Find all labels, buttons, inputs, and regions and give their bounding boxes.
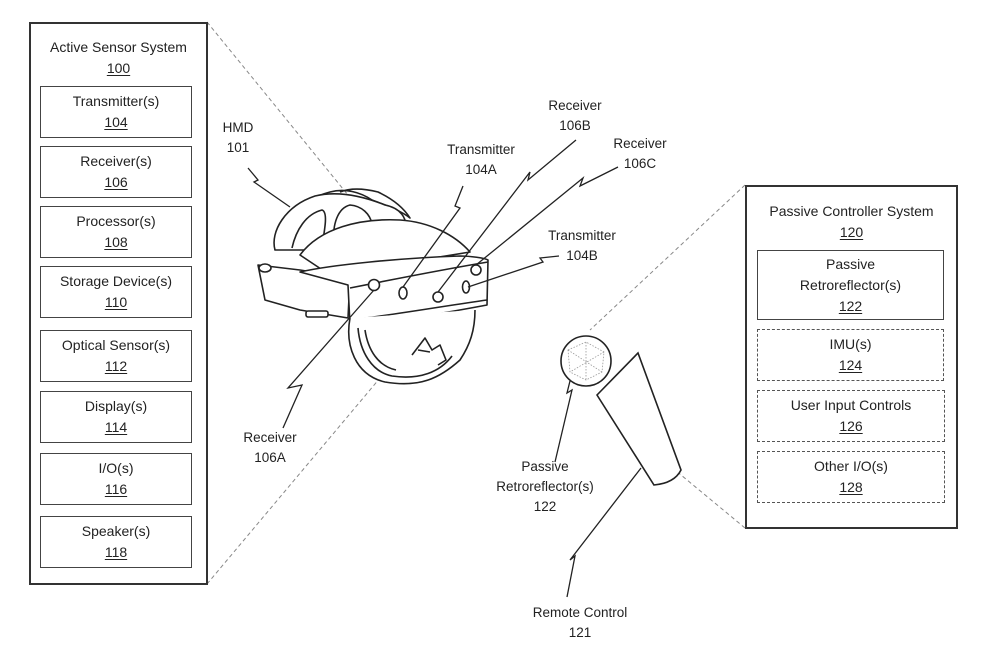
- component-number: 108: [104, 234, 128, 250]
- component-label: Display(s): [84, 398, 148, 414]
- sensor-receiver-106b: [432, 291, 444, 303]
- callout-transmitter-104a-line2: 104A: [465, 162, 497, 177]
- component-passive-retroreflectors: Passive Retroreflector(s) 122: [757, 250, 944, 320]
- callout-receiver-106b: Receiver 106B: [540, 96, 610, 136]
- component-label: Transmitter(s): [72, 93, 160, 109]
- component-label: Processor(s): [76, 213, 156, 229]
- projection-line-bottom: [206, 377, 381, 585]
- component-label: IMU(s): [829, 336, 872, 352]
- component-storage-devices: Storage Device(s) 110: [40, 266, 192, 318]
- callout-retroreflector: Passive Retroreflector(s) 122: [480, 457, 610, 517]
- component-label-line2: Retroreflector(s): [799, 276, 902, 293]
- remote-control-handle: [595, 351, 682, 486]
- projection-line-controller-top: [589, 184, 746, 331]
- leader-remote-control: [566, 467, 642, 598]
- callout-remote-control-line2: 121: [568, 625, 592, 640]
- sensor-transmitter-104a: [398, 286, 408, 300]
- passive-controller-system-label: Passive Controller System: [769, 203, 934, 219]
- callout-transmitter-104a: Transmitter 104A: [436, 140, 526, 180]
- leader-receiver-106a: [282, 289, 375, 429]
- leader-retroreflector: [554, 380, 573, 463]
- callout-transmitter-104b-line2: 104B: [566, 248, 598, 263]
- hmd-drawing: [257, 188, 489, 385]
- leader-receiver-106c: [475, 166, 619, 266]
- active-sensor-system-title: Active Sensor System 100: [31, 37, 206, 79]
- component-label-line1: Passive: [825, 255, 876, 272]
- component-number: 112: [104, 358, 128, 374]
- component-imus: IMU(s) 124: [757, 329, 944, 381]
- passive-controller-system-number: 120: [839, 224, 864, 240]
- component-transmitters: Transmitter(s) 104: [40, 86, 192, 138]
- component-processors: Processor(s) 108: [40, 206, 192, 258]
- leader-transmitter-104a: [402, 185, 464, 288]
- leader-lines: [247, 139, 642, 598]
- callout-retroreflector-line2: Retroreflector(s): [496, 479, 594, 494]
- sensor-receiver-106c: [470, 264, 482, 276]
- callout-remote-control-line1: Remote Control: [532, 605, 628, 620]
- hmd-lens-cup: [348, 309, 476, 385]
- component-displays: Display(s) 114: [40, 391, 192, 443]
- leader-hmd: [247, 167, 291, 208]
- component-number: 114: [104, 419, 128, 435]
- component-optical-sensors: Optical Sensor(s) 112: [40, 330, 192, 382]
- component-number: 116: [104, 481, 128, 497]
- remote-control-drawing: [560, 335, 682, 486]
- component-label: Receiver(s): [80, 153, 152, 169]
- component-number: 110: [104, 294, 128, 310]
- component-label: Speaker(s): [81, 523, 151, 539]
- component-number: 126: [839, 418, 863, 434]
- callout-receiver-106c: Receiver 106C: [605, 134, 675, 174]
- leader-transmitter-104b: [467, 255, 560, 288]
- component-label: Storage Device(s): [59, 273, 173, 289]
- component-user-input-controls: User Input Controls 126: [757, 390, 945, 442]
- component-number: 104: [104, 114, 128, 130]
- active-sensor-system-label: Active Sensor System: [50, 39, 187, 55]
- callout-receiver-106b-line1: Receiver: [548, 98, 602, 113]
- callout-transmitter-104a-line1: Transmitter: [447, 142, 515, 157]
- callout-retroreflector-line3: 122: [533, 499, 557, 514]
- component-label: User Input Controls: [790, 397, 912, 413]
- callout-transmitter-104b: Transmitter 104B: [537, 226, 627, 266]
- callout-receiver-106c-line1: Receiver: [613, 136, 667, 151]
- component-label: Other I/O(s): [814, 458, 888, 474]
- callout-transmitter-104b-line1: Transmitter: [548, 228, 616, 243]
- callout-hmd-line1: HMD: [222, 120, 254, 135]
- component-receivers: Receiver(s) 106: [40, 146, 192, 198]
- callout-hmd-line2: 101: [226, 140, 250, 155]
- component-number: 122: [838, 297, 863, 314]
- callout-retroreflector-line1: Passive: [521, 459, 569, 474]
- callout-remote-control: Remote Control 121: [515, 603, 645, 643]
- callout-hmd: HMD 101: [213, 118, 263, 158]
- component-number: 128: [839, 479, 863, 495]
- component-number: 124: [838, 357, 863, 373]
- component-number: 118: [104, 544, 128, 560]
- component-ios: I/O(s) 116: [40, 453, 192, 505]
- component-other-ios: Other I/O(s) 128: [757, 451, 945, 503]
- projection-line-top: [206, 21, 371, 223]
- callout-receiver-106b-line2: 106B: [559, 118, 591, 133]
- component-speakers: Speaker(s) 118: [40, 516, 192, 568]
- component-label: I/O(s): [98, 460, 134, 476]
- hmd-visor-top: [299, 218, 471, 276]
- sensor-receiver-106a: [367, 278, 381, 292]
- component-number: 106: [104, 174, 128, 190]
- callout-receiver-106a-line2: 106A: [254, 450, 286, 465]
- leader-receiver-106b: [437, 139, 577, 293]
- callout-receiver-106a: Receiver 106A: [235, 428, 305, 468]
- active-sensor-system-number: 100: [106, 60, 131, 76]
- callout-receiver-106a-line1: Receiver: [243, 430, 297, 445]
- passive-controller-system-title: Passive Controller System 120: [747, 201, 956, 243]
- component-label: Optical Sensor(s): [61, 337, 171, 353]
- projection-line-controller-bottom: [674, 469, 746, 529]
- callout-receiver-106c-line2: 106C: [623, 156, 657, 171]
